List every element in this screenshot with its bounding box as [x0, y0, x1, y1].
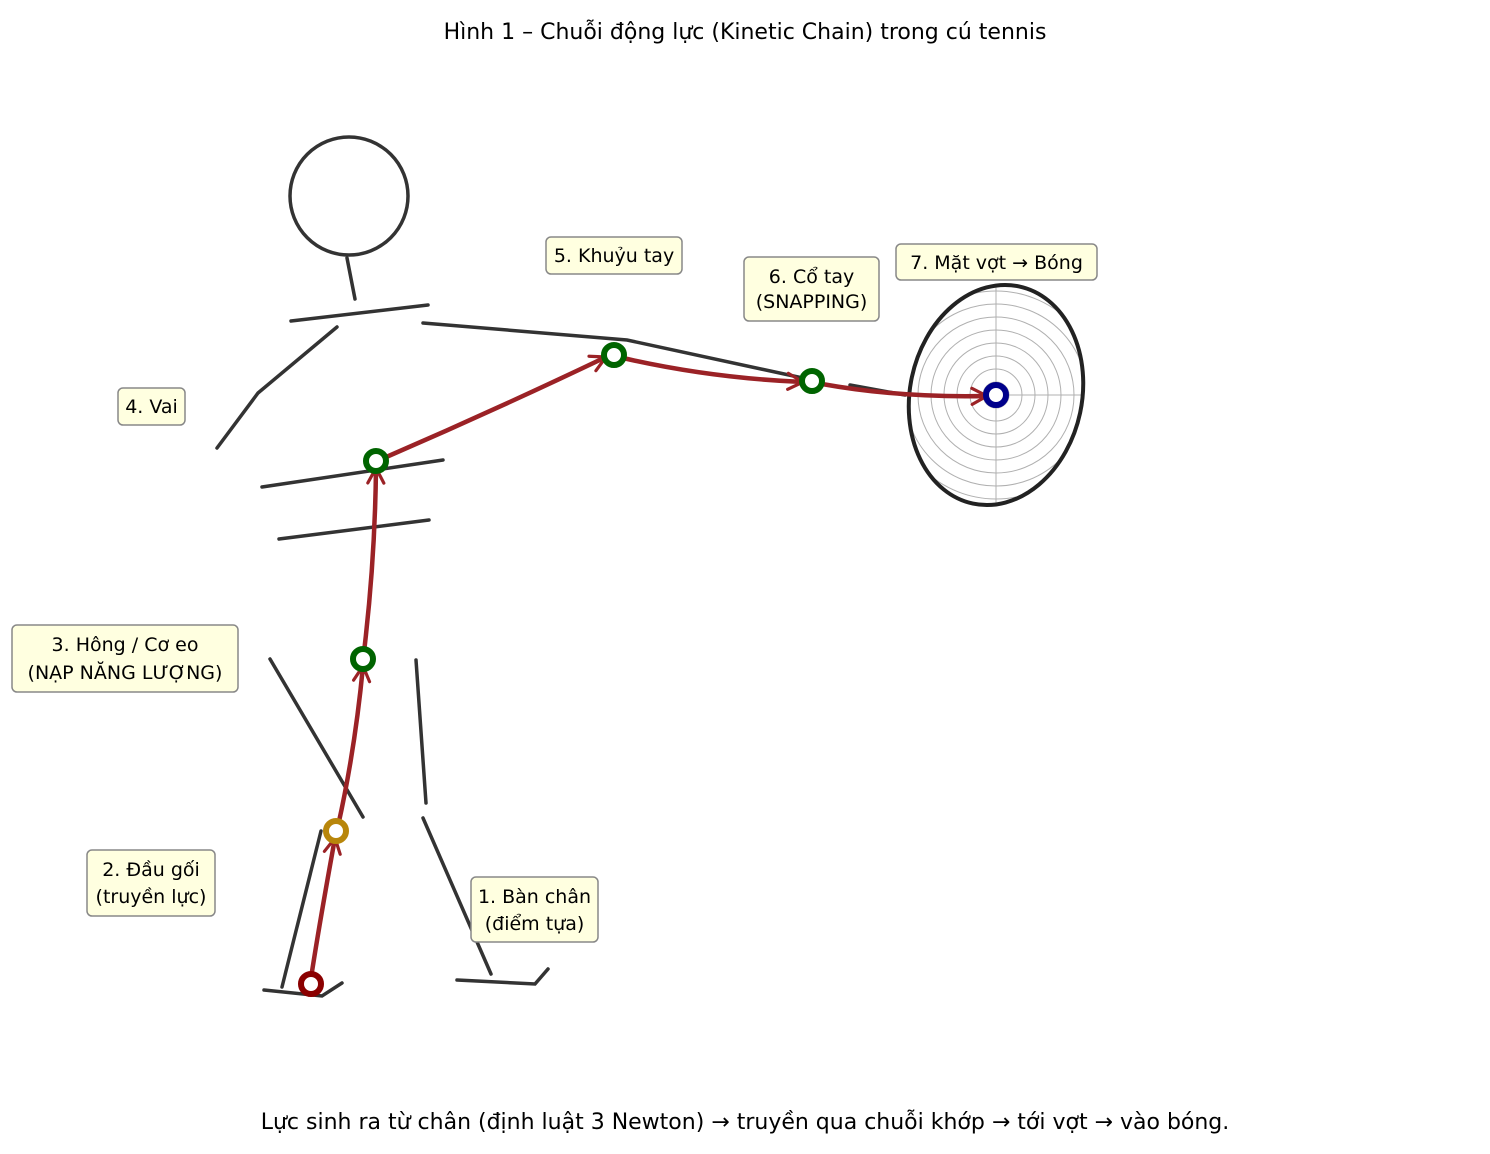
arrow-wrist-to-ball: [819, 381, 990, 406]
figure-left-shin: [280, 829, 323, 989]
label-racket-line-1: 7. Mặt vợt → Bóng: [910, 252, 1083, 274]
kinetic-chain-arrows: [308, 354, 990, 981]
racket-frame: [906, 282, 1086, 508]
figure-neck: [345, 256, 357, 301]
label-hip-line-1: 3. Hông / Cơ eo: [52, 634, 199, 656]
arrow-hip-to-shoulder: [361, 465, 386, 655]
label-shoulder: 4. Vai: [117, 387, 186, 426]
node-knee: [323, 818, 349, 844]
label-elbow-line-1: 5. Khuỷu tay: [554, 245, 674, 267]
arrow-shoulder-to-elbow: [381, 354, 609, 461]
diagram-caption: Lực sinh ra từ chân (định luật 3 Newton)…: [261, 1109, 1230, 1135]
figure-left-foot: [262, 981, 344, 998]
node-ball: [983, 382, 1009, 408]
node-elbow: [601, 342, 627, 368]
label-wrist: 6. Cổ tay (SNAPPING): [743, 256, 880, 322]
figure-right-shin: [421, 816, 493, 976]
figure-right-foot: [455, 967, 550, 986]
arrow-foot-to-knee: [308, 835, 342, 981]
joint-nodes: [298, 342, 1009, 997]
label-knee-line-2: (truyền lực): [96, 886, 207, 908]
label-elbow: 5. Khuỷu tay: [545, 236, 683, 275]
label-foot-line-2: (điểm tựa): [485, 913, 585, 935]
label-knee: 2. Đầu gối (truyền lực): [86, 849, 216, 917]
node-shoulder: [363, 448, 389, 474]
label-hip-line-2: (NẠP NĂNG LƯỢNG): [28, 660, 223, 684]
label-wrist-line-1: 6. Cổ tay: [769, 266, 854, 288]
figure-right-arm: [421, 321, 814, 382]
figure-left-arm: [215, 325, 339, 450]
node-foot: [298, 971, 324, 997]
label-foot: 1. Bàn chân (điểm tựa): [470, 876, 599, 943]
node-wrist: [799, 368, 825, 394]
label-wrist-line-2: (SNAPPING): [756, 291, 868, 313]
figure-shoulder-line: [289, 303, 430, 323]
label-foot-line-1: 1. Bàn chân: [478, 886, 591, 908]
label-shoulder-line-1: 4. Vai: [125, 396, 178, 418]
node-hip: [350, 646, 376, 672]
arrow-elbow-to-wrist: [620, 355, 806, 391]
label-knee-line-1: 2. Đầu gối: [102, 859, 200, 881]
figure-right-thigh: [414, 658, 428, 805]
figure-head: [288, 135, 410, 257]
figure-hip-line-upper: [260, 458, 445, 489]
diagram-title: Hình 1 – Chuỗi động lực (Kinetic Chain) …: [444, 19, 1047, 45]
label-racket: 7. Mặt vợt → Bóng: [895, 243, 1098, 281]
label-hip: 3. Hông / Cơ eo (NẠP NĂNG LƯỢNG): [11, 624, 239, 693]
arrow-knee-to-hip: [335, 663, 372, 829]
figure-hip-line-lower: [277, 518, 431, 541]
figure-left-thigh: [268, 657, 365, 819]
